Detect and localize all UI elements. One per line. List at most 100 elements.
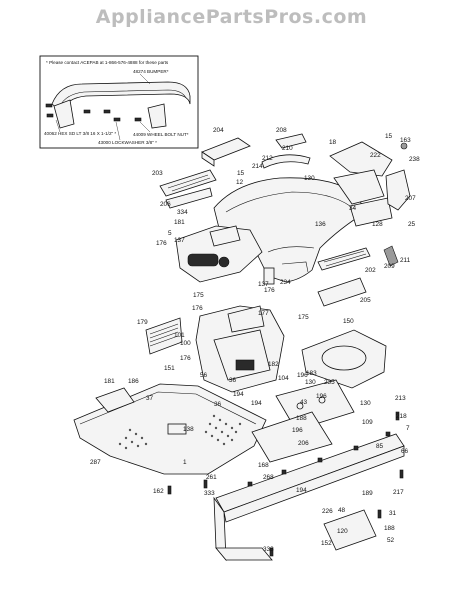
part-callout-label: 66 (401, 448, 409, 455)
part-callout-label: 212 (262, 155, 273, 162)
part-callout-label: 261 (206, 474, 217, 481)
part-callout-label: 152 (321, 540, 332, 547)
bumper-bracket-right (147, 103, 167, 129)
watermark-text: AppliancePartsPros.com (95, 6, 368, 28)
part-callout-label: 120 (337, 528, 348, 535)
dashboard-part (175, 225, 263, 283)
part-callout-label: 209 (384, 263, 395, 270)
part-callout-label: 222 (370, 152, 381, 159)
part-callout-label: 207 (405, 195, 416, 202)
part-callout-label: 162 (153, 488, 164, 495)
part-callout-label: 208 (276, 127, 287, 134)
part-callout-label: 238 (409, 156, 420, 163)
inset-callout-lockwasher: 43000 LOCKWASHER 3/8" * (98, 140, 157, 145)
frame-rails (167, 379, 405, 562)
bumper-inset: * Please contact ACEPAB at 1-866-576-488… (39, 55, 199, 149)
part-callout-label: 137 (174, 237, 185, 244)
part-callout-label: 52 (387, 537, 395, 544)
part-callout-label: 36 (229, 377, 237, 384)
part-callout-label: 194 (233, 391, 244, 398)
part-callout-label: 137 (258, 281, 269, 288)
bumper-part (51, 81, 191, 113)
part-callout-label: 25 (408, 221, 416, 228)
front-chassis (145, 305, 285, 393)
part-callout-label: 188 (296, 415, 307, 422)
bumper-bracket-left (53, 99, 75, 129)
part-callout-label: 136 (315, 221, 326, 228)
inset-callout-bumper: 48274 BUMPER* (133, 69, 169, 74)
part-callout-label: 181 (174, 219, 185, 226)
part-callout-label: 226 (322, 508, 333, 515)
part-callout-label: 37 (146, 395, 154, 402)
part-callout-label: 205 (360, 297, 371, 304)
part-callout-label: 176 (192, 305, 203, 312)
inset-callout-wheel-bolt-nut: 44009 WHEEL BOLT NUT* (133, 132, 189, 137)
part-callout-label: 5 (168, 230, 172, 237)
part-callout-label: 12 (236, 179, 244, 186)
part-callout-label: 18 (329, 139, 337, 146)
part-callout-label: 218 (396, 413, 407, 420)
part-callout-label: 176 (264, 287, 275, 294)
part-callout-label: 333 (204, 490, 215, 497)
part-callout-label: 217 (393, 489, 404, 496)
part-callout-label: 188 (384, 525, 395, 532)
part-callout-label: 196 (292, 427, 303, 434)
part-callout-label: 175 (193, 292, 204, 299)
part-callout-label: 43 (300, 399, 308, 406)
part-callout-label: 7 (406, 425, 410, 432)
part-callout-label: 100 (180, 340, 191, 347)
footrest-platform (73, 383, 267, 475)
part-callout-label: 130 (304, 175, 315, 182)
part-callout-label: 130 (360, 400, 371, 407)
part-callout-label: 56 (200, 372, 208, 379)
part-callout-label: 194 (251, 400, 262, 407)
part-callout-label: 15 (385, 133, 393, 140)
part-callout-label: 268 (263, 474, 274, 481)
part-callout-label: 211 (400, 257, 411, 264)
part-callout-label: 128 (372, 221, 383, 228)
part-callout-label: 183 (306, 370, 317, 377)
part-callout-label: 203 (152, 170, 163, 177)
part-callout-label: 15 (237, 170, 245, 177)
part-callout-label: 334 (177, 209, 188, 216)
part-callout-label: 210 (282, 145, 293, 152)
part-callout-label: 151 (164, 365, 175, 372)
part-callout-label: 202 (365, 267, 376, 274)
part-callout-label: 85 (376, 443, 384, 450)
part-callout-label: 204 (213, 127, 224, 134)
part-callout-label: 130 (305, 379, 316, 386)
part-callout-label: 196 (316, 393, 327, 400)
part-callout-label: 181 (104, 378, 115, 385)
part-callout-label: 194 (296, 487, 307, 494)
part-callout-label: 34 (349, 205, 357, 212)
part-callout-label: 176 (180, 355, 191, 362)
part-callout-label: 182 (268, 361, 279, 368)
hood-assembly (159, 133, 411, 307)
part-callout-label: 179 (137, 319, 148, 326)
part-callout-label: 234 (280, 279, 291, 286)
part-callout-label: 168 (258, 462, 269, 469)
part-callout-label: 177 (258, 310, 269, 317)
part-callout-label: 1 (183, 459, 187, 466)
part-callout-label: 287 (90, 459, 101, 466)
part-callout-label: 176 (156, 240, 167, 247)
part-callout-label: 186 (128, 378, 139, 385)
part-callout-label: 138 (183, 426, 194, 433)
part-callout-label: 206 (160, 201, 171, 208)
part-callout-label: 214 (252, 163, 263, 170)
part-callout-label: 333 (263, 546, 274, 553)
part-callout-label: 213 (395, 395, 406, 402)
part-callout-label: 31 (389, 510, 397, 517)
part-callout-label: 101 (174, 332, 185, 339)
part-callout-label: 48 (338, 507, 346, 514)
part-callout-label: 163 (400, 137, 411, 144)
seat-pan (301, 329, 387, 389)
part-callout-label: 206 (298, 440, 309, 447)
part-callout-label: 175 (298, 314, 309, 321)
part-callout-label: 235 (324, 379, 335, 386)
part-callout-label: 104 (278, 375, 289, 382)
part-callout-label: 196 (297, 372, 308, 379)
part-callout-label: 36 (214, 401, 222, 408)
